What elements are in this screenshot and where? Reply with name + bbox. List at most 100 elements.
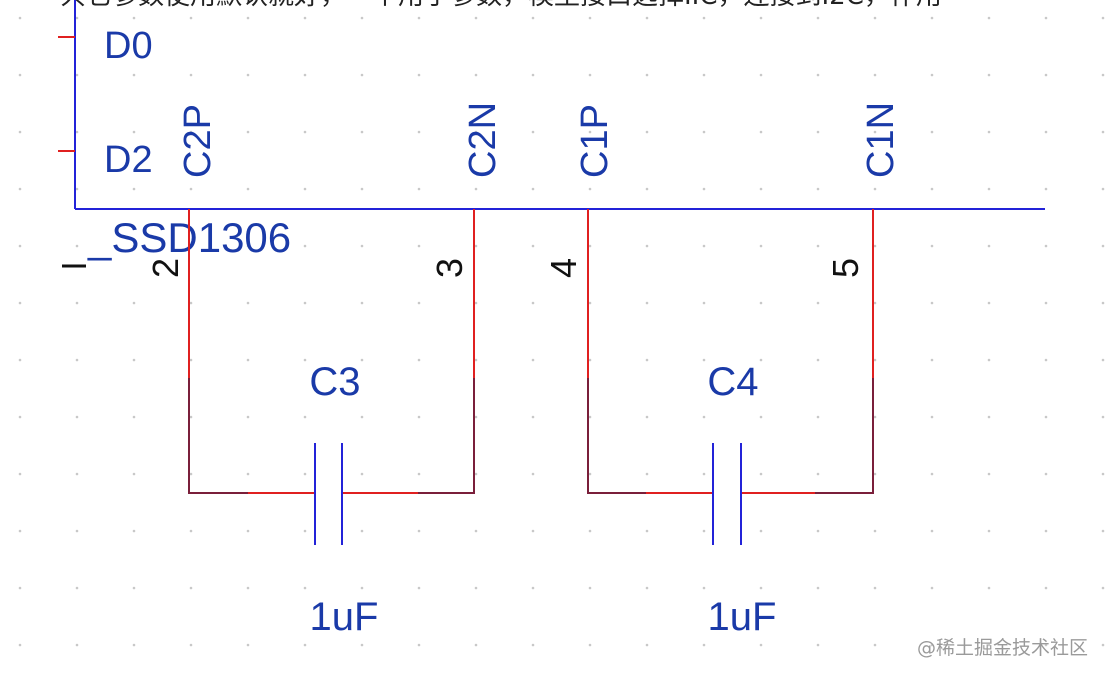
grid-dot <box>702 130 706 134</box>
capacitor-c3[interactable]: C3 1uF <box>188 360 475 639</box>
grid-dot <box>474 586 478 590</box>
grid-dot <box>759 301 763 305</box>
grid-dot <box>1044 472 1048 476</box>
grid-dot <box>873 472 877 476</box>
grid-dot <box>816 643 820 647</box>
grid-dot <box>189 244 193 248</box>
grid-dot <box>303 472 307 476</box>
grid-dot <box>75 244 79 248</box>
grid-dot <box>702 529 706 533</box>
ic-body[interactable] <box>74 0 1045 210</box>
grid-dot <box>1044 244 1048 248</box>
grid-dot <box>816 244 820 248</box>
grid-dot <box>417 529 421 533</box>
grid-dot <box>645 529 649 533</box>
grid-dot <box>873 73 877 77</box>
grid-dot <box>18 472 22 476</box>
capacitor-c4[interactable]: C4 1uF <box>587 360 874 639</box>
grid-dot <box>246 187 250 191</box>
grid-dot <box>645 130 649 134</box>
watermark-text: @稀土掘金技术社区 <box>917 637 1088 659</box>
grid-dot <box>417 643 421 647</box>
grid-dot <box>1044 130 1048 134</box>
grid-dot <box>417 415 421 419</box>
grid-dot <box>531 301 535 305</box>
grid-dot <box>759 16 763 20</box>
grid-dot <box>189 472 193 476</box>
grid-dot <box>189 187 193 191</box>
grid-dot <box>132 586 136 590</box>
pin-name-c2n: C2N <box>462 102 504 178</box>
grid-dot <box>132 472 136 476</box>
grid-dot <box>645 16 649 20</box>
grid-dot <box>1101 244 1105 248</box>
grid-dot <box>132 301 136 305</box>
grid-dot <box>987 358 991 362</box>
grid-dot <box>702 73 706 77</box>
grid-dot <box>987 529 991 533</box>
grid-dot <box>18 187 22 191</box>
grid-dot <box>1101 130 1105 134</box>
grid-dot <box>987 187 991 191</box>
grid-dot <box>987 73 991 77</box>
grid-dot <box>531 643 535 647</box>
grid-dot <box>1101 643 1105 647</box>
grid-dot <box>588 301 592 305</box>
grid-dot <box>360 130 364 134</box>
grid-dot <box>75 415 79 419</box>
grid-dot <box>645 187 649 191</box>
grid-dot <box>246 16 250 20</box>
grid-dot <box>873 130 877 134</box>
grid-dot <box>930 472 934 476</box>
grid-dot <box>303 358 307 362</box>
grid-dot <box>645 73 649 77</box>
grid-dot <box>588 415 592 419</box>
grid-dot <box>1101 73 1105 77</box>
c4-value: 1uF <box>708 595 777 639</box>
grid-dot <box>873 301 877 305</box>
grid-dot <box>645 415 649 419</box>
c4-designator: C4 <box>707 360 758 404</box>
grid-dot <box>303 586 307 590</box>
grid-dot <box>303 73 307 77</box>
grid-dot <box>360 244 364 248</box>
grid-dot <box>816 529 820 533</box>
pin-number-2: 2 <box>145 258 186 278</box>
grid-dot <box>246 643 250 647</box>
grid-dot <box>360 472 364 476</box>
grid-dot <box>132 415 136 419</box>
grid-dot <box>246 358 250 362</box>
grid-dot <box>702 586 706 590</box>
grid-dot <box>189 415 193 419</box>
grid-dot <box>132 244 136 248</box>
grid-dot <box>645 586 649 590</box>
grid-dot <box>531 586 535 590</box>
grid-dot <box>930 415 934 419</box>
grid-dot <box>474 415 478 419</box>
grid-dot <box>18 415 22 419</box>
net-wire-c4-left <box>587 378 646 494</box>
grid-dot <box>132 187 136 191</box>
grid-dot <box>930 187 934 191</box>
grid-dot <box>873 529 877 533</box>
grid-dot <box>873 187 877 191</box>
grid-dot <box>75 73 79 77</box>
pin-number-5: 5 <box>825 258 866 278</box>
grid-dot <box>417 187 421 191</box>
grid-dot <box>132 16 136 20</box>
grid-dot <box>816 586 820 590</box>
grid-dot <box>246 73 250 77</box>
pin-label-d2: D2 <box>104 139 153 181</box>
grid-dot <box>759 586 763 590</box>
grid-dot <box>873 244 877 248</box>
grid-dot <box>1044 73 1048 77</box>
grid-dot <box>1044 187 1048 191</box>
grid-dot <box>417 358 421 362</box>
grid-dot <box>1101 301 1105 305</box>
pin-name-c1p: C1P <box>574 104 616 178</box>
grid-dot <box>1101 358 1105 362</box>
grid-dot <box>816 358 820 362</box>
grid-dot <box>75 187 79 191</box>
